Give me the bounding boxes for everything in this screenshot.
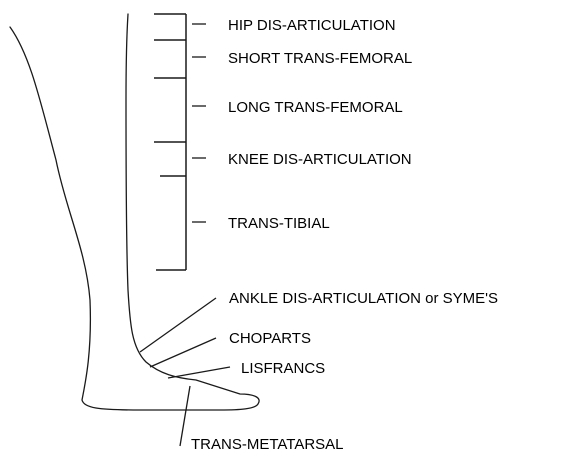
trans-metatarsal-leader-line	[180, 386, 190, 446]
hip-disarticulation-label: HIP DIS-ARTICULATION	[228, 17, 396, 34]
trans-metatarsal-label: TRANS-METATARSAL	[191, 436, 344, 453]
choparts-leader-line	[150, 338, 216, 367]
long-trans-femoral-label: LONG TRANS-FEMORAL	[228, 99, 403, 116]
level-bracket	[154, 14, 186, 270]
ankle-disarticulation-label: ANKLE DIS-ARTICULATION or SYME'S	[229, 290, 498, 307]
lisfrancs-label: LISFRANCS	[241, 360, 325, 377]
choparts-label: CHOPARTS	[229, 330, 311, 347]
ankle-leader-line	[140, 298, 216, 352]
knee-disarticulation-label: KNEE DIS-ARTICULATION	[228, 151, 412, 168]
leg-outline	[10, 14, 259, 410]
short-trans-femoral-label: SHORT TRANS-FEMORAL	[228, 50, 412, 67]
trans-tibial-label: TRANS-TIBIAL	[228, 215, 330, 232]
lisfrancs-leader-line	[168, 367, 230, 378]
